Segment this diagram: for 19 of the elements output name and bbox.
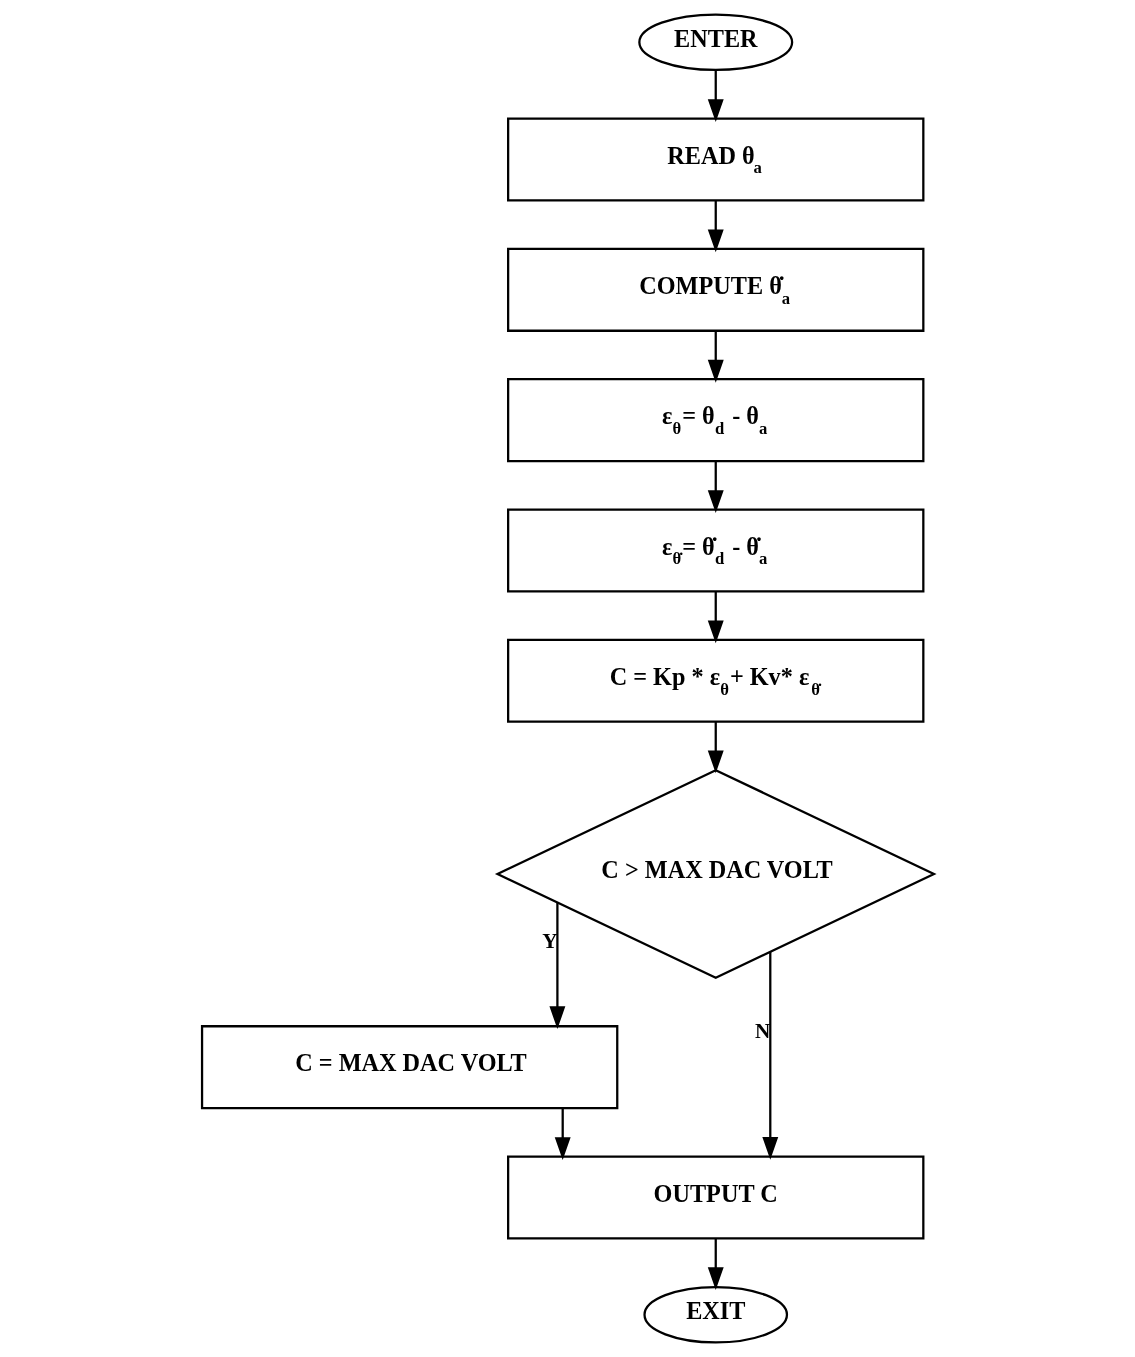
arrow <box>554 1108 571 1160</box>
node-box: C = MAX DAC VOLT <box>200 1025 618 1110</box>
arrow <box>707 331 724 383</box>
node-box: ε$_{θ}$= θ$_{d}$ - θ$_{a}$ <box>506 378 924 463</box>
node-box: READ θ$_{a}$ <box>506 117 924 202</box>
node-box: COMPUTE θ̇$_{a}$ <box>506 247 924 332</box>
arrow <box>707 200 724 253</box>
node-box: ε$_{θ̇}$= θ̇$_{d}$ - θ̇$_{a}$ <box>506 508 924 593</box>
arrow <box>707 721 724 774</box>
node-box: OUTPUT C <box>506 1155 924 1240</box>
node-box: C = Kp * ε$_{θ}$+ Kv* ε$_{θ̇}$ <box>506 638 924 723</box>
arrow <box>707 70 724 122</box>
arrow <box>761 951 778 1160</box>
node-ellipse: EXIT <box>642 1285 788 1344</box>
node-ellipse: ENTER <box>637 13 793 72</box>
arrow <box>707 591 724 644</box>
arrow <box>707 461 724 513</box>
arrow <box>707 1238 724 1290</box>
arrow <box>548 902 565 1030</box>
